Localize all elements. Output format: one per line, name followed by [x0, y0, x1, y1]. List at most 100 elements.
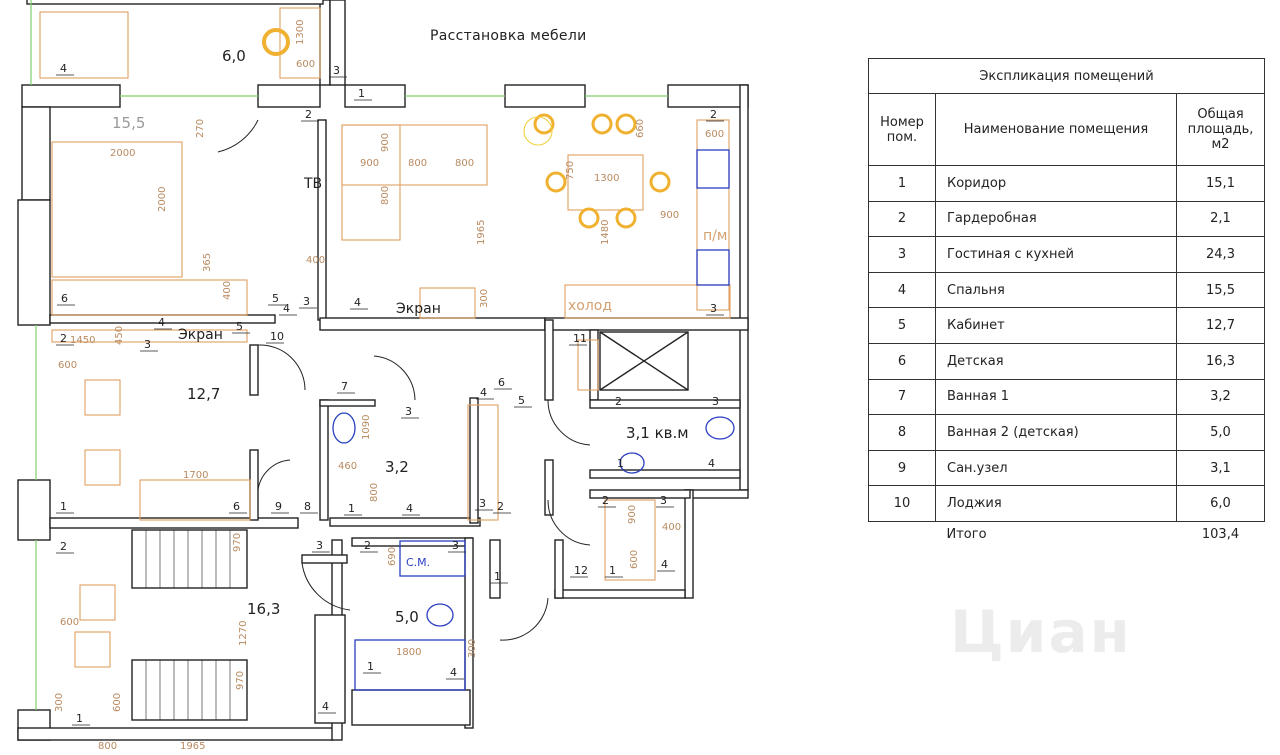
- room-tag: 3: [144, 338, 151, 351]
- room-tag: 5: [272, 292, 279, 305]
- dimension-label: 1965: [476, 220, 487, 245]
- table-title: Экспликация помещений: [868, 58, 1265, 94]
- wall-segment: [684, 489, 749, 499]
- room-tag: 5: [518, 394, 525, 407]
- bed: [51, 141, 183, 278]
- desk: [279, 7, 321, 79]
- room-number: 3: [868, 236, 936, 273]
- room-tag: 4: [322, 700, 329, 713]
- room-name: Гостиная с кухней: [935, 236, 1177, 273]
- wardrobe-niche: [604, 499, 656, 581]
- armchair: [84, 379, 121, 416]
- room-area: 12,7: [187, 385, 220, 403]
- room-tag: 1: [76, 712, 83, 725]
- dimension-label: 600: [296, 59, 315, 70]
- kitchen-sink: [696, 249, 730, 286]
- room-area: 15,5: [1176, 271, 1265, 309]
- room-tag: 3: [710, 302, 717, 315]
- room-tag: 1: [348, 502, 355, 515]
- room-tag: 3: [452, 539, 459, 552]
- room-area: 3,2: [1176, 378, 1265, 416]
- room-number: 1: [868, 165, 936, 202]
- total-value: 103,4: [1201, 527, 1240, 543]
- armchair: [79, 584, 116, 621]
- shaft-cross: [599, 331, 689, 391]
- sofa: [341, 124, 488, 186]
- room-area: 3,1: [1176, 449, 1265, 487]
- room-tag: 3: [479, 497, 486, 510]
- explication-table: Экспликация помещений Номер пом. Наимено…: [868, 58, 1265, 548]
- wall-segment: [317, 119, 327, 321]
- wall-segment: [314, 614, 346, 724]
- wall-segment: [464, 537, 474, 729]
- washbasin: [619, 452, 645, 474]
- label-fridge: холод: [568, 298, 612, 314]
- label-screen_living: Экран: [396, 301, 441, 317]
- room-tag: 1: [367, 660, 374, 673]
- room-tag: 11: [573, 332, 587, 345]
- header-name: Наименование помещения: [935, 93, 1177, 166]
- dimension-label: 1300: [594, 173, 619, 184]
- room-tag: 4: [60, 62, 67, 75]
- room-tag: 1: [60, 500, 67, 513]
- wall-segment: [17, 199, 51, 326]
- dimension-label: 660: [635, 119, 646, 138]
- room-name: Детская: [935, 342, 1177, 380]
- room-tag: 3: [405, 405, 412, 418]
- wall-segment: [319, 317, 546, 331]
- wall-segment: [329, 0, 346, 86]
- room-name: Коридор: [935, 165, 1177, 202]
- room-name: Сан.узел: [935, 449, 1177, 487]
- room-tag: 3: [316, 539, 323, 552]
- room-tag: 6: [233, 500, 240, 513]
- office-chair: [262, 28, 290, 56]
- sofa-corner: [341, 124, 401, 241]
- chair: [615, 113, 637, 135]
- dimension-label: 900: [627, 505, 638, 524]
- study-sofa: [139, 479, 251, 521]
- dimension-label: 900: [380, 133, 391, 152]
- room-area: 16,3: [247, 600, 280, 618]
- toilet: [705, 416, 735, 440]
- wall-segment: [544, 319, 554, 401]
- washbasin: [332, 412, 356, 444]
- armchairs: [39, 11, 129, 79]
- dimension-label: 690: [387, 547, 398, 566]
- dimension-label: 1300: [295, 20, 306, 45]
- windows: [30, 0, 668, 710]
- room-name: Кабинет: [935, 307, 1177, 344]
- wall-segment: [301, 554, 348, 564]
- armchair: [74, 631, 111, 668]
- wall-segment: [49, 517, 299, 529]
- dimension-label: 1965: [180, 741, 205, 752]
- dimension-label: 800: [380, 186, 391, 205]
- room-tag: 3: [303, 295, 310, 308]
- room-name: Лоджия: [935, 485, 1177, 522]
- wall-segment: [319, 399, 329, 521]
- room-number: 4: [868, 271, 936, 309]
- label-screen_study: Экран: [178, 327, 223, 343]
- room-number: 6: [868, 342, 936, 380]
- dimension-label: 270: [195, 119, 206, 138]
- room-area: 12,7: [1176, 307, 1265, 344]
- kitchen-cabinets: [696, 119, 730, 311]
- room-tag: 2: [305, 108, 312, 121]
- total-row: Итого 103,4: [869, 521, 1265, 548]
- room-tag: 1: [617, 457, 624, 470]
- wall-segment: [249, 449, 259, 521]
- dimension-label: 600: [629, 550, 640, 569]
- room-name: Ванная 2 (детская): [935, 414, 1177, 451]
- room-tag: 3: [712, 395, 719, 408]
- room-tag: 4: [158, 316, 165, 329]
- door-swing: [547, 399, 591, 446]
- room-tag: 5: [236, 320, 243, 333]
- door-swing: [257, 459, 291, 491]
- room-name: Ванная 1: [935, 378, 1177, 416]
